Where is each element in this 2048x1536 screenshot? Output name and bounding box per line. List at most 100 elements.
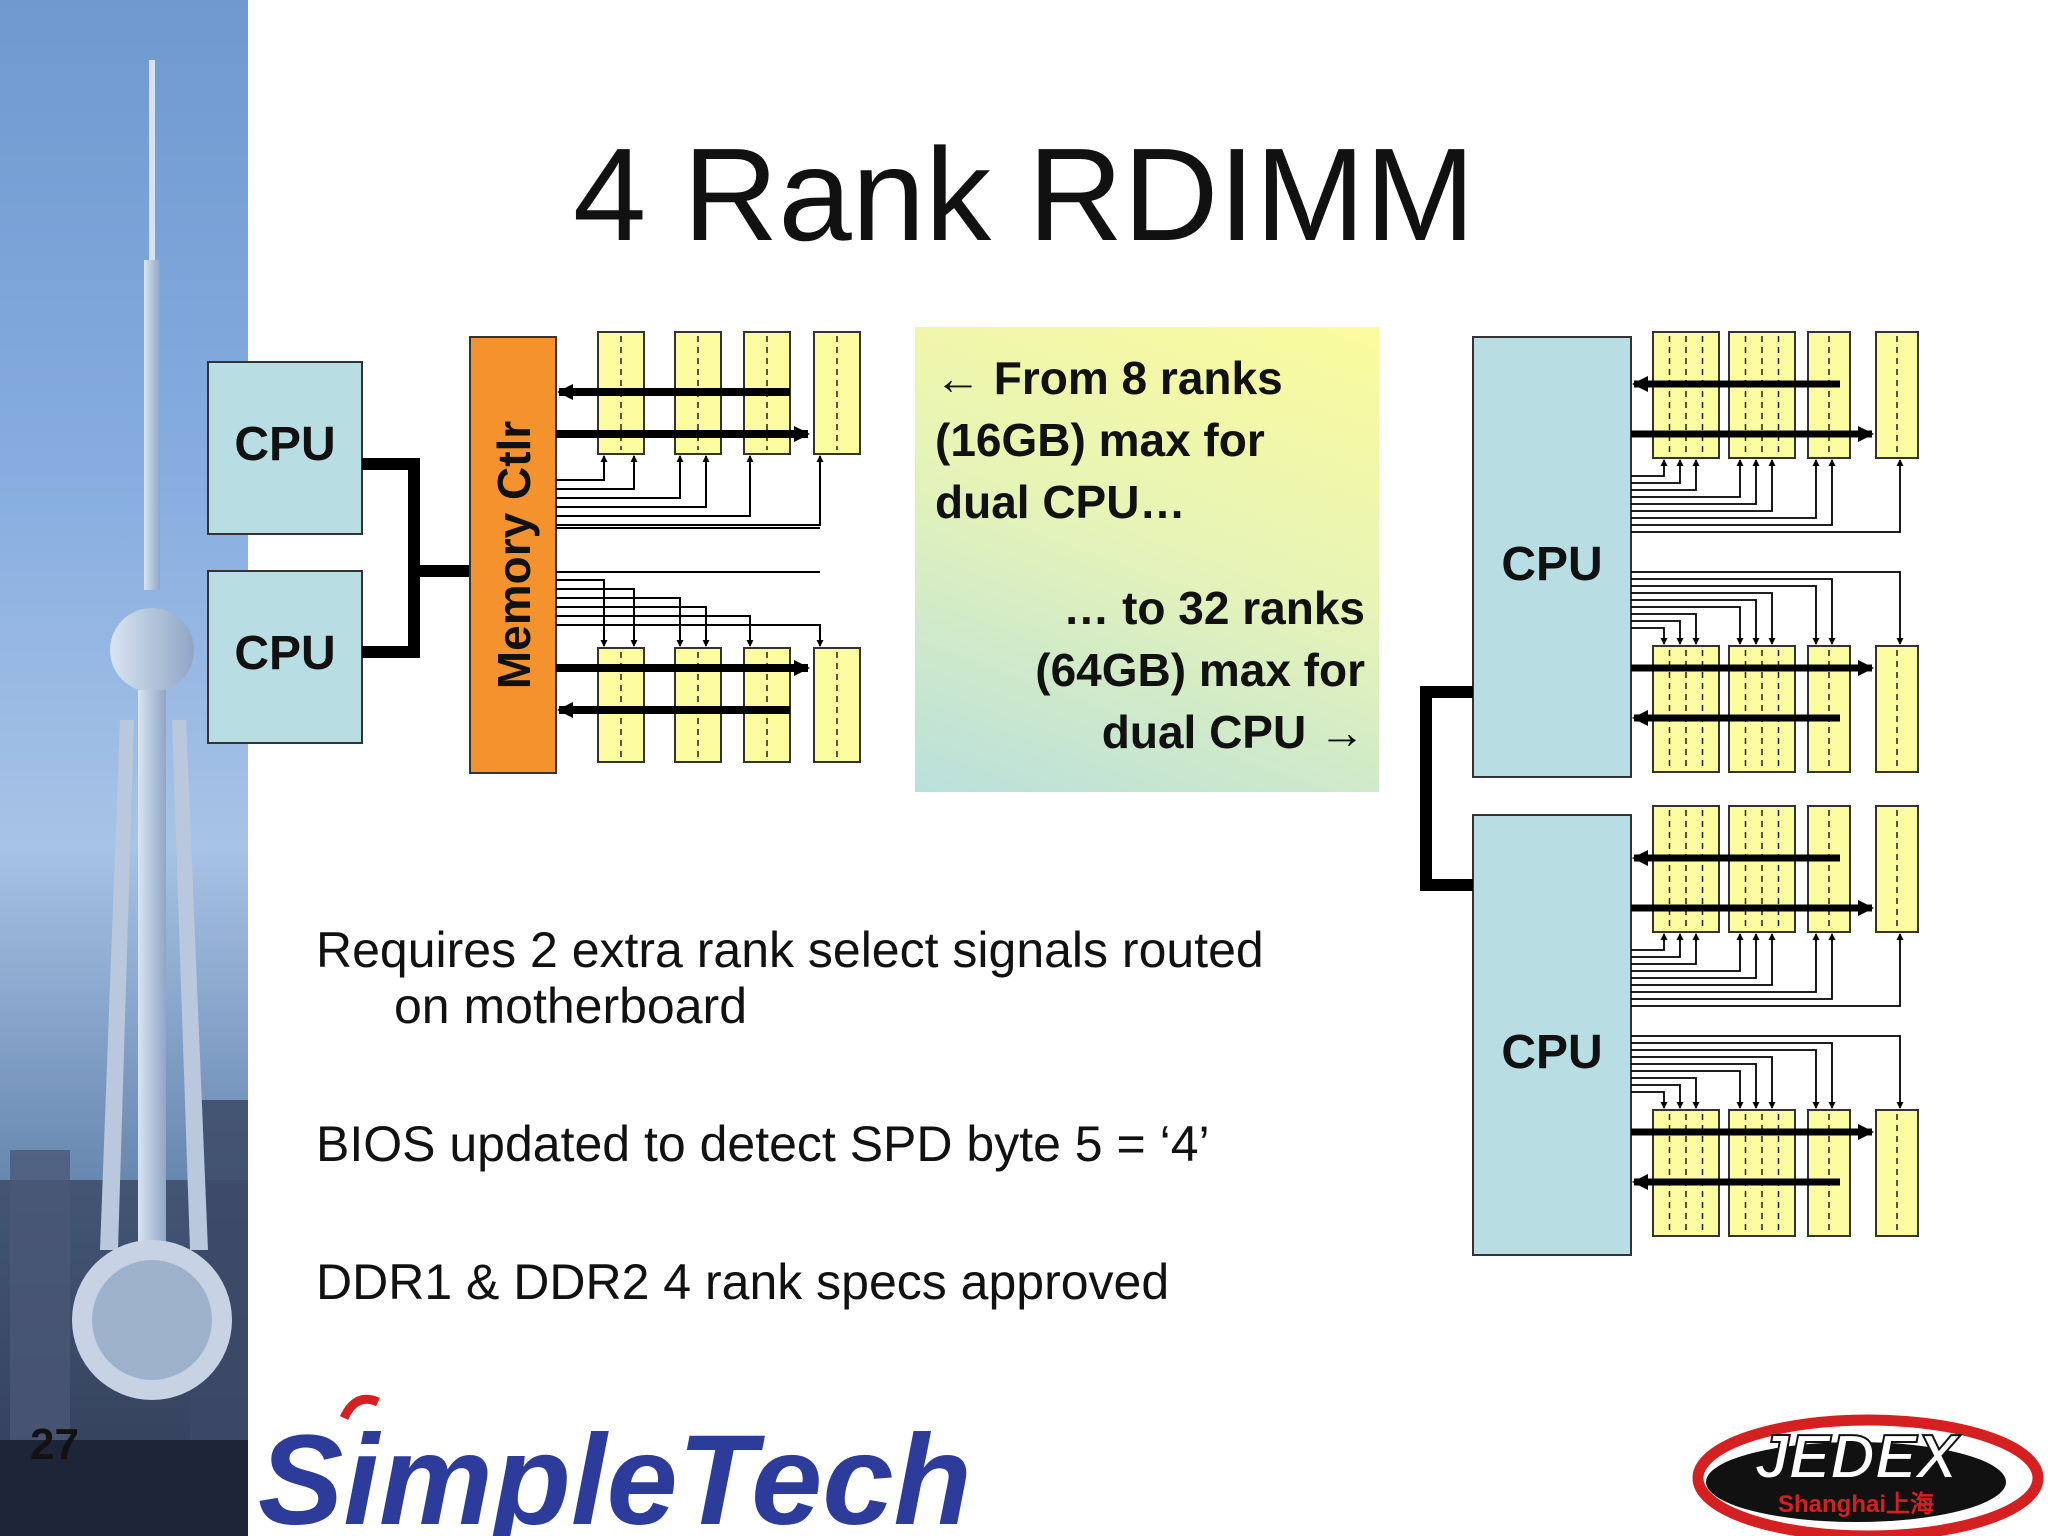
control-line [1631,933,1684,958]
bullet-rank-select-line2: on motherboard [394,978,748,1034]
control-line [1631,606,1744,645]
control-line [1631,933,1820,993]
jedex-logo-graphic: JEDEX Shanghai上海 [1692,1414,2044,1536]
memory-controller-label: Memory Ctlr [488,421,540,689]
control-line [1631,1035,1904,1109]
control-line [1631,620,1684,645]
control-line [1631,1077,1700,1109]
cpu-bus-left [362,458,470,658]
callout-top-line: ← From 8 ranks [935,352,1283,404]
memory-controller-box [469,336,557,774]
cpu-box-right-bottom [1472,814,1632,1256]
control-line [1631,1049,1820,1109]
callout-box: ← From 8 ranks (16GB) max for dual CPU… … [915,327,1379,792]
control-line [1631,933,1836,1000]
callout-top-text: ← From 8 ranks (16GB) max for dual CPU… [935,347,1365,533]
jedex-band [1706,1442,2006,1522]
control-line [1631,459,1700,491]
cpu-label-right-bottom: CPU [1501,1026,1602,1079]
simpletech-swoosh [339,1394,380,1421]
control-line [1631,592,1776,645]
simpletech-logo-text: SimpleTech [258,1409,972,1536]
control-line [1631,1084,1684,1109]
dimm-module [1875,1109,1919,1237]
control-line [1631,599,1760,645]
control-line [1631,459,1836,526]
control-line [1631,459,1904,533]
dimm-module [813,647,861,763]
control-line [556,588,638,647]
control-line [1631,571,1904,645]
control-line [556,455,638,490]
control-line [1631,459,1820,519]
dimm-module [1728,331,1796,459]
control-line [556,624,824,647]
dimm-module [1728,805,1796,933]
callout-top-line: (16GB) max for [935,414,1265,466]
control-line [1631,1056,1776,1109]
right-dimm-array [1631,331,1919,1237]
cpu-label-left-bottom: CPU [234,627,335,680]
control-line [556,455,608,481]
control-line [1631,933,1700,965]
control-line [1631,459,1760,505]
bullet-rank-select-line1: Requires 2 extra rank select signals rou… [316,922,1264,978]
control-line [1631,933,1760,979]
control-line [556,455,710,508]
control-line [1631,627,1668,645]
control-line [1631,933,1744,972]
control-line [556,615,754,647]
control-line [1631,1070,1744,1109]
jedex-subtitle: Shanghai上海 [1778,1490,1934,1518]
control-line [1631,933,1776,986]
dimm-module [1875,645,1919,773]
control-line [556,597,684,647]
control-line [556,455,824,526]
control-line [1631,1091,1668,1109]
side-photo-strip [0,0,248,1536]
jedex-ring [1692,1414,2044,1536]
control-line [1631,1042,1836,1109]
control-line [1631,1063,1760,1109]
page-number: 27 [30,1420,79,1469]
control-line [1631,613,1700,645]
control-line [1631,459,1684,484]
callout-bottom-text: … to 32 ranks (64GB) max for dual CPU → [935,577,1365,763]
control-line [1631,578,1836,645]
cpu-box-right-top [1472,336,1632,778]
control-line [1631,933,1904,1007]
control-line [1631,459,1668,477]
dimm-module [813,331,861,455]
dimm-module [1807,805,1851,933]
bullet-rank-select: Requires 2 extra rank select signals rou… [316,922,1436,1034]
control-line [1631,585,1820,645]
left-dimm-array [556,331,861,763]
bullet-specs: DDR1 & DDR2 4 rank specs approved [316,1254,1170,1310]
control-line [556,455,754,517]
cpu-label-left-top: CPU [234,418,335,471]
tower-silhouette [0,60,248,1536]
callout-bottom-line: … to 32 ranks [1063,582,1365,634]
dimm-module [1652,331,1720,459]
cpu-label-right-top: CPU [1501,538,1602,591]
cpu-bus-right [1420,686,1473,891]
cpu-box-left-top [207,361,363,535]
control-line [1631,459,1744,498]
dimm-module [1807,331,1851,459]
control-line [556,606,710,647]
control-line [1631,933,1668,951]
dimm-module [1875,331,1919,459]
dimm-body [813,647,861,763]
simpletech-logo-graphic: SimpleTech [258,1394,972,1536]
dimm-module [1875,805,1919,933]
control-line [1631,459,1776,512]
slide-title: 4 Rank RDIMM [572,121,1476,268]
callout-top-line: dual CPU… [935,476,1186,528]
callout-bottom-line: (64GB) max for [1035,644,1365,696]
dimm-module [1652,805,1720,933]
control-line [556,455,684,499]
bullet-bios: BIOS updated to detect SPD byte 5 = ‘4’ [316,1116,1210,1172]
jedex-logo-text: JEDEX [1754,1423,1961,1492]
callout-bottom-line: dual CPU → [1101,706,1365,758]
